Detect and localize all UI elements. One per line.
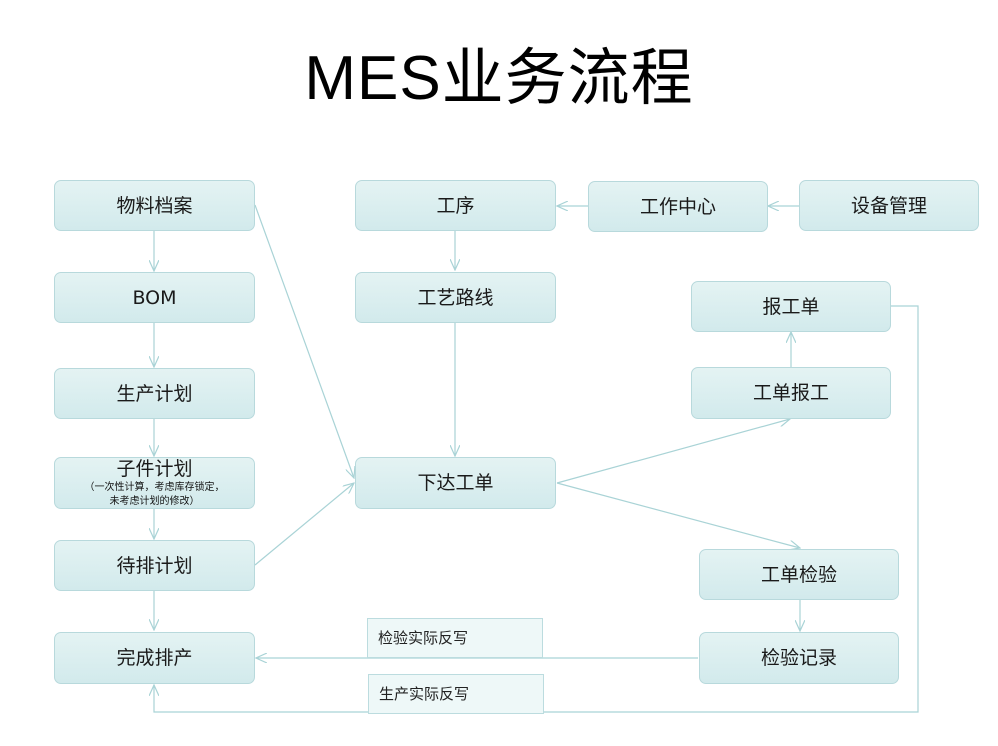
note-production-writeback: 生产实际反写 [368,674,544,714]
node-sub-plan: 子件计划 （一次性计算，考虑库存锁定， 未考虑计划的修改） [54,457,255,509]
arrow-pending-release [254,483,354,566]
node-order-inspection: 工单检验 [699,549,899,600]
node-material-archive: 物料档案 [54,180,255,231]
node-release-order: 下达工单 [355,457,556,509]
node-scheduled: 完成排产 [54,632,255,684]
note-inspection-writeback: 检验实际反写 [367,618,543,658]
node-process: 工序 [355,180,556,231]
arrow-release-report [556,419,790,484]
node-production-plan: 生产计划 [54,368,255,419]
node-label: 工单报工 [752,382,829,404]
node-label: 报工单 [762,295,820,318]
node-label: 子件计划 [116,458,193,480]
node-order-report: 工单报工 [691,367,891,419]
node-report-sheet: 报工单 [691,281,891,332]
node-note: （一次性计算，考虑库存锁定， [84,482,225,493]
node-label: 物料档案 [116,194,193,217]
node-pending-plan: 待排计划 [54,540,255,591]
node-label: 工单检验 [760,563,837,586]
node-label: 完成排产 [116,647,193,669]
node-label: 生产计划 [116,382,193,405]
node-bom: BOM [54,272,255,323]
arrow-sheet-scheduled [154,305,919,713]
node-label: 工艺路线 [417,286,494,309]
node-label: BOM [132,286,177,309]
node-label: 工序 [436,194,475,217]
node-work-center: 工作中心 [588,181,768,232]
node-equipment: 设备管理 [799,180,979,231]
node-label: 待排计划 [116,554,193,577]
node-inspection-record: 检验记录 [699,632,899,684]
node-label: 设备管理 [850,194,927,217]
page-title: MES业务流程 [304,44,694,113]
node-note: 未考虑计划的修改） [109,496,200,507]
arrow-material-release [254,204,354,478]
node-label: 工作中心 [639,195,716,218]
node-route: 工艺路线 [355,272,556,323]
node-label: 检验记录 [760,647,837,669]
arrow-release-inspection [556,482,800,548]
node-label: 下达工单 [417,472,494,494]
